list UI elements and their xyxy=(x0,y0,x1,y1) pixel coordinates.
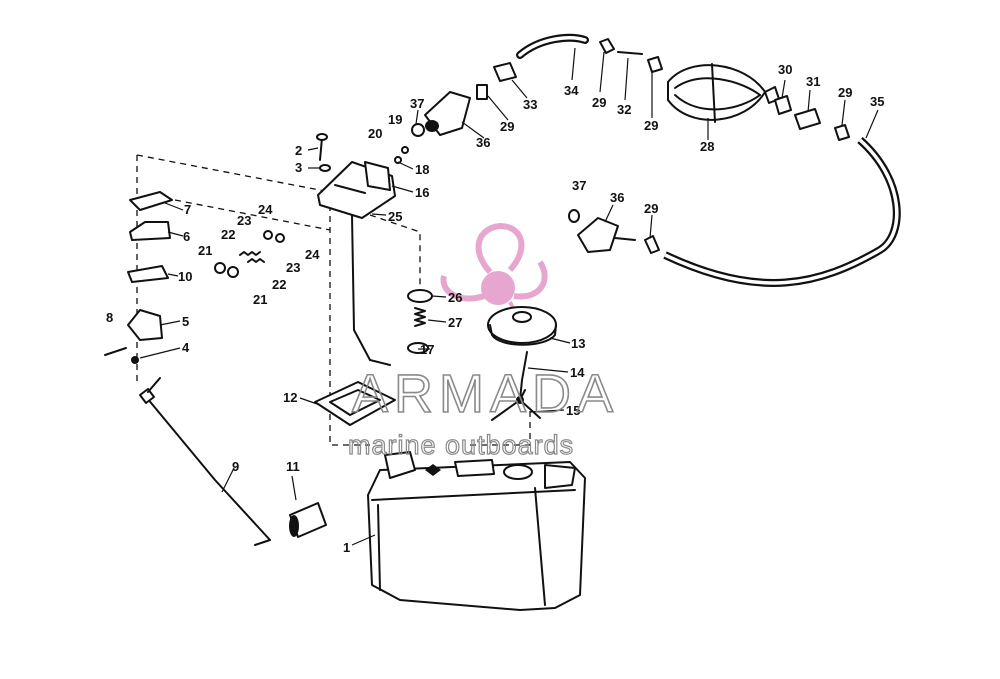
callout-22b: 22 xyxy=(272,277,286,292)
callout-11: 11 xyxy=(286,459,300,474)
part-upper-hose xyxy=(476,33,663,100)
callout-33: 33 xyxy=(523,97,537,112)
callout-30: 30 xyxy=(778,62,792,77)
callout-24a: 24 xyxy=(258,202,273,217)
callout-9: 9 xyxy=(232,459,239,474)
callout-29e: 29 xyxy=(644,201,658,216)
callout-29c: 29 xyxy=(644,118,658,133)
callout-29a: 29 xyxy=(500,119,514,134)
callout-8: 8 xyxy=(106,310,113,325)
callout-37a: 37 xyxy=(410,96,424,111)
callout-27: 27 xyxy=(448,315,462,330)
part-filter xyxy=(289,502,327,538)
part-tank-connector xyxy=(394,91,471,164)
logo-blade-left xyxy=(440,275,485,302)
callout-10: 10 xyxy=(178,269,192,284)
part-gauge-pieces xyxy=(104,191,173,364)
callout-19: 19 xyxy=(388,112,402,127)
watermark-text: ARMADA marine outboards xyxy=(347,363,619,460)
part-fuel-line-hose xyxy=(663,137,901,287)
part-screw-and-washer xyxy=(316,133,331,172)
callout-28: 28 xyxy=(700,139,714,154)
callout-7: 7 xyxy=(184,202,191,217)
part-gasket xyxy=(314,381,396,426)
part-check-valve xyxy=(774,95,850,141)
callout-26: 26 xyxy=(448,290,462,305)
callout-13: 13 xyxy=(571,336,585,351)
callout-15: 15 xyxy=(566,403,580,418)
callout-5: 5 xyxy=(182,314,189,329)
logo-hub xyxy=(481,271,515,305)
watermark-tagline: marine outboards xyxy=(348,430,574,460)
callout-37b: 37 xyxy=(572,178,586,193)
part-fuel-tank xyxy=(367,451,586,611)
callout-25: 25 xyxy=(388,209,402,224)
callout-16: 16 xyxy=(415,185,429,200)
callout-21a: 21 xyxy=(198,243,212,258)
callout-2: 2 xyxy=(295,143,302,158)
part-springs-and-balls xyxy=(214,230,285,278)
callout-14: 14 xyxy=(570,365,585,380)
part-gauge-housing xyxy=(317,161,396,366)
callout-36b: 36 xyxy=(610,190,624,205)
watermark-brand: ARMADA xyxy=(352,364,619,424)
logo-blade-top xyxy=(475,222,525,275)
callout-6: 6 xyxy=(183,229,190,244)
callout-29b: 29 xyxy=(592,95,606,110)
callout-24b: 24 xyxy=(305,247,320,262)
part-cap-chain xyxy=(491,351,541,421)
callout-12: 12 xyxy=(283,390,297,405)
callout-18: 18 xyxy=(415,162,429,177)
logo-blade-right xyxy=(513,260,548,300)
callout-1: 1 xyxy=(343,540,350,555)
callout-23b: 23 xyxy=(286,260,300,275)
part-seal-spring-retainer xyxy=(407,289,433,354)
callout-labels: 1 2 3 4 5 6 7 8 9 10 11 12 13 14 15 16 1… xyxy=(106,62,884,555)
callout-36a: 36 xyxy=(476,135,490,150)
callout-32: 32 xyxy=(617,102,631,117)
callout-leaders xyxy=(139,47,879,546)
callout-29d: 29 xyxy=(838,85,852,100)
part-primer-bulb xyxy=(667,63,780,123)
callout-21b: 21 xyxy=(253,292,267,307)
callout-22a: 22 xyxy=(221,227,235,242)
part-filler-cap xyxy=(487,306,557,346)
callout-23a: 23 xyxy=(237,213,251,228)
part-engine-connector xyxy=(568,209,660,254)
callout-4: 4 xyxy=(182,340,190,355)
callout-3: 3 xyxy=(295,160,302,175)
callout-35: 35 xyxy=(870,94,884,109)
callout-20: 20 xyxy=(368,126,382,141)
part-fuel-pickup-tube xyxy=(139,377,271,546)
callout-31: 31 xyxy=(806,74,820,89)
callout-34: 34 xyxy=(564,83,579,98)
callout-17: 17 xyxy=(420,342,434,357)
